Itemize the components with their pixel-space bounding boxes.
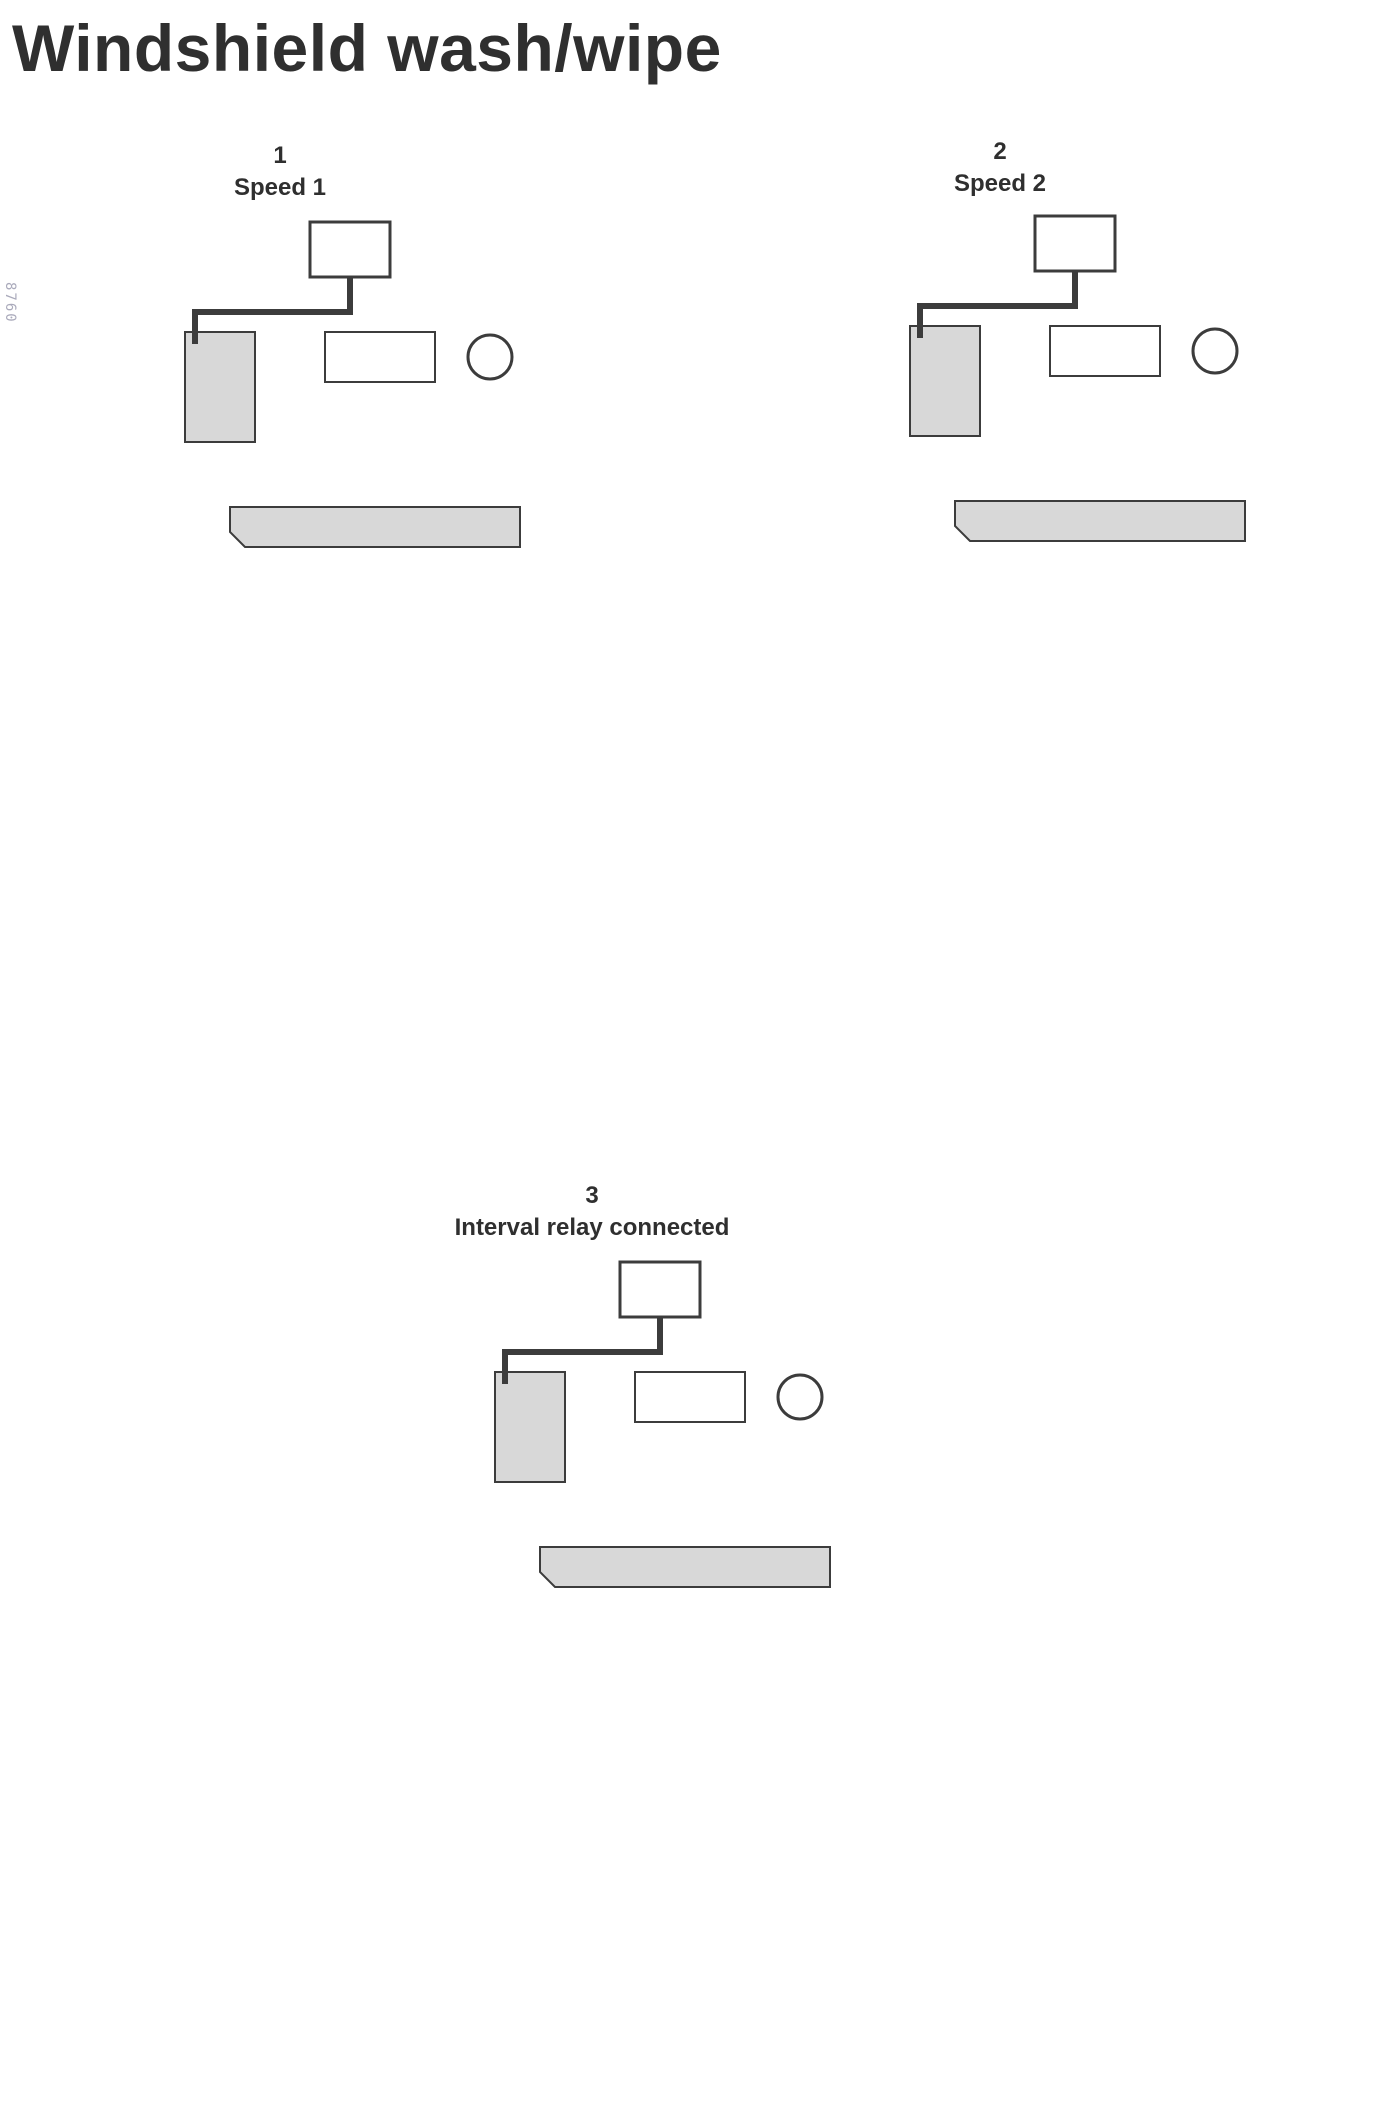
fuse-box: 12345678910111213141516	[229, 506, 521, 548]
ignition-key-icon	[1191, 327, 1239, 375]
panel-2-diagram: + - 30 X 12345678910111213141516	[909, 214, 1246, 542]
panel-1-diagram: + - 30 X 12345678910111213141516	[184, 220, 521, 548]
wiring-diagram: + - 30 X 12345678910111213141516	[909, 214, 1246, 542]
panel-caption: Speed 1	[233, 174, 327, 201]
ignition-switch	[308, 220, 392, 279]
fuse-box: 12345678910111213141516	[539, 1546, 831, 1588]
wiring-diagram: + - 30 X 12345678910111213141516	[184, 220, 521, 548]
ignition-switch	[1033, 214, 1117, 273]
panel-number: 3	[585, 1182, 599, 1209]
panel-number: 2	[993, 138, 1007, 165]
panel-2-heading: 2 Speed 2	[790, 136, 1210, 200]
panel-1-heading: 1 Speed 1	[70, 140, 490, 204]
ignition-switch	[618, 1260, 702, 1319]
ignition-relay: 30 X	[634, 1371, 746, 1423]
ignition-key-icon	[466, 333, 514, 381]
fuse-box: 12345678910111213141516	[954, 500, 1246, 542]
panel-caption: Speed 2	[953, 170, 1047, 197]
ignition-relay: 30 X	[324, 331, 436, 383]
margin-mark: 8760	[2, 282, 18, 324]
panel-number: 1	[273, 142, 287, 169]
ignition-key-icon	[776, 1373, 824, 1421]
ignition-relay: 30 X	[1049, 325, 1161, 377]
page-title: Windshield wash/wipe	[12, 11, 722, 85]
battery: + -	[494, 1371, 566, 1483]
panel-3-diagram: + - 30 X 12345678910111213141516	[494, 1260, 831, 1588]
wiring-diagram: + - 30 X 12345678910111213141516	[494, 1260, 831, 1588]
panel-3-heading: 3 Interval relay connected	[382, 1180, 802, 1244]
panel-caption: Interval relay connected	[454, 1214, 730, 1241]
battery: + -	[909, 325, 981, 437]
battery: + -	[184, 331, 256, 443]
